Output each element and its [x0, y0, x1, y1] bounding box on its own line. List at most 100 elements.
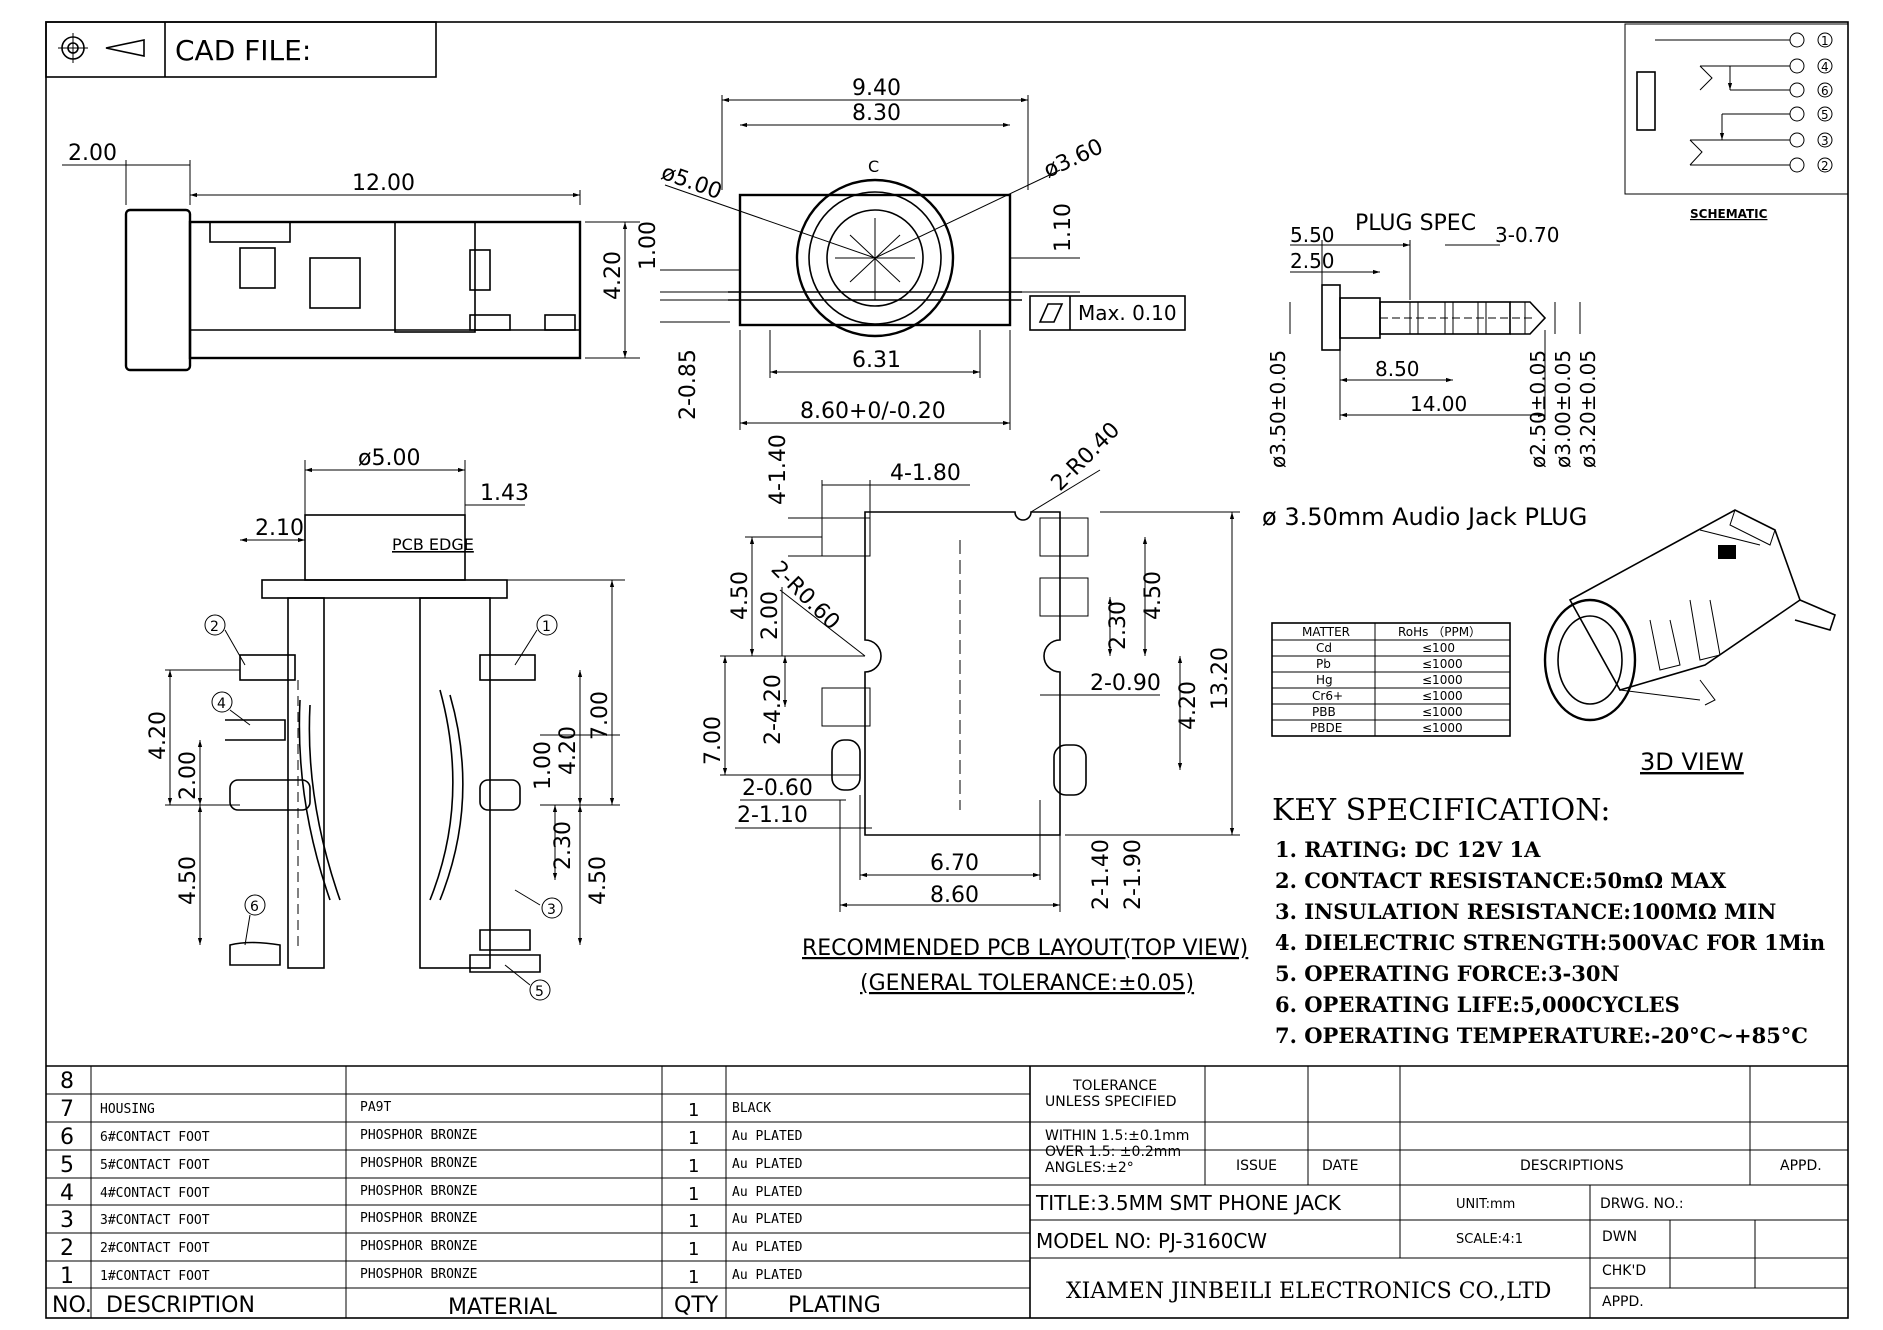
bom-header-no: NO.	[52, 1293, 92, 1318]
bom-row-plating: Au PLATED	[732, 1129, 803, 1144]
schematic-label: SCHEMATIC	[1690, 207, 1768, 221]
schematic-pin-1: 1	[1821, 34, 1829, 48]
pcb-caption-2: (GENERAL TOLERANCE:±0.05)	[860, 971, 1194, 996]
schematic: 1 4 6 5 3 2 SCHEMATIC	[1624, 23, 1849, 221]
bom-row-material: PHOSPHOR BRONZE	[360, 1267, 477, 1282]
bom-header-row: NO. DESCRIPTION MATERIAL QTY PLATING	[52, 1293, 881, 1320]
bom-table	[46, 1065, 1848, 1318]
bom-header-description: DESCRIPTION	[106, 1293, 255, 1318]
bom-row-no: 2	[60, 1236, 74, 1261]
bom-row-plating: Au PLATED	[732, 1240, 803, 1255]
side-view: 2.00 12.00 4.20 1.00	[62, 141, 740, 372]
bom-row-description: 1#CONTACT FOOT	[100, 1269, 210, 1284]
key-spec-item-3: 3. INSULATION RESISTANCE:100MΩ MIN	[1275, 899, 1776, 924]
side-dim-1.00: 1.00	[636, 221, 661, 270]
bom-row-material: PA9T	[360, 1100, 391, 1115]
front-dim-1.10: 1.10	[1051, 203, 1076, 252]
pin-balloon-3: 3	[547, 902, 556, 918]
key-spec-item-4: 4. DIELECTRIC STRENGTH:500VAC FOR 1Min	[1275, 930, 1825, 955]
bom-header-qty: QTY	[674, 1293, 719, 1318]
pcb-dim-2-0.90: 2-0.90	[1090, 671, 1161, 696]
schematic-pin-6: 6	[1821, 84, 1829, 98]
pcb-dim-2-0.60: 2-0.60	[742, 776, 813, 801]
plug-dim-dia3.20: ø3.20±0.05	[1576, 350, 1600, 468]
plug-dim-dia3.50: ø3.50±0.05	[1266, 350, 1290, 468]
unit-label: UNIT:mm	[1456, 1197, 1515, 1212]
bottom-dim-1.43: 1.43	[480, 481, 529, 506]
rohs-hg-val: ≤1000	[1422, 673, 1463, 687]
bom-row-plating: BLACK	[732, 1101, 771, 1116]
pcb-dim-13.20: 13.20	[1208, 647, 1233, 710]
tolerance-within: WITHIN 1.5:±0.1mm	[1045, 1128, 1189, 1144]
front-dim-dia5.00: ø5.00	[658, 160, 725, 205]
pin-balloon-5: 5	[535, 984, 544, 1000]
schematic-pin-5: 5	[1821, 108, 1829, 122]
rohs-pbde-val: ≤1000	[1422, 721, 1463, 735]
rohs-pb: Pb	[1316, 657, 1331, 671]
cad-file-label: CAD FILE:	[175, 34, 311, 67]
bom-row-plating: Au PLATED	[732, 1157, 803, 1172]
bom-row-qty: 1	[688, 1156, 699, 1177]
rohs-header-ppm: RoHs （PPM）	[1398, 625, 1481, 639]
bom-row-qty: 1	[688, 1267, 699, 1288]
3d-view: 3D VIEW	[1543, 509, 1836, 776]
pin-balloon-2: 2	[210, 619, 219, 635]
bom-row-description: 6#CONTACT FOOT	[100, 1130, 210, 1145]
bom-row-qty: 1	[688, 1239, 699, 1260]
bom-header-plating: PLATING	[788, 1293, 881, 1318]
bom-row-description: 2#CONTACT FOOT	[100, 1241, 210, 1256]
rev-descriptions: DESCRIPTIONS	[1520, 1158, 1624, 1174]
key-spec: KEY SPECIFICATION: 1. RATING: DC 12V 1A …	[1272, 793, 1825, 1048]
schematic-pin-3: 3	[1821, 134, 1829, 148]
dwn-label: DWN	[1602, 1229, 1637, 1245]
flatness-label: Max. 0.10	[1078, 301, 1177, 325]
rev-appd: APPD.	[1780, 1158, 1822, 1174]
bottom-dim-2.10: 2.10	[255, 516, 304, 541]
pcb-dim-8.60: 8.60	[930, 883, 979, 908]
bom-row-no: 5	[60, 1153, 74, 1178]
bottom-dim-4.20-left: 4.20	[146, 711, 171, 760]
pcb-edge-label: PCB EDGE	[392, 535, 474, 554]
bottom-dim-4.50-right: 4.50	[586, 856, 611, 905]
pcb-slot-right	[1053, 744, 1087, 796]
bom-row-description: 3#CONTACT FOOT	[100, 1213, 210, 1228]
rohs-pb-val: ≤1000	[1422, 657, 1463, 671]
front-dim-8.30: 8.30	[852, 101, 901, 126]
pcb-dim-4.50-right: 4.50	[1141, 571, 1166, 620]
plug-spec-title: PLUG SPEC	[1355, 211, 1476, 236]
key-spec-item-6: 6. OPERATING LIFE:5,000CYCLES	[1275, 992, 1680, 1017]
side-dim-4.20: 4.20	[601, 251, 626, 300]
title-block: TOLERANCE UNLESS SPECIFIED WITHIN 1.5:±0…	[1030, 1066, 1848, 1318]
key-spec-item-5: 5. OPERATING FORCE:3-30N	[1275, 961, 1620, 986]
key-spec-item-1: 1. RATING: DC 12V 1A	[1275, 837, 1541, 862]
bottom-dim-4.20-right: 4.20	[556, 726, 581, 775]
rohs-pbb-val: ≤1000	[1422, 705, 1463, 719]
plug-dim-dia2.50: ø2.50±0.05	[1526, 350, 1550, 468]
bom-row-plating: Au PLATED	[732, 1185, 803, 1200]
cad-header: CAD FILE:	[45, 21, 437, 78]
3d-jack-opening	[1543, 598, 1637, 722]
bom-row-no: 1	[60, 1264, 74, 1289]
appd-label: APPD.	[1602, 1294, 1644, 1310]
side-dim-2.00: 2.00	[68, 141, 117, 166]
plug-dim-3-0.70: 3-0.70	[1495, 223, 1559, 247]
pcb-slot-left	[831, 739, 861, 791]
pcb-caption-1: RECOMMENDED PCB LAYOUT(TOP VIEW)	[802, 936, 1248, 961]
front-dim-6.31: 6.31	[852, 348, 901, 373]
tolerance-angles: ANGLES:±2°	[1045, 1160, 1134, 1176]
schematic-pin-4: 4	[1821, 60, 1829, 74]
side-dim-12.00: 12.00	[352, 171, 415, 196]
front-dim-8.60: 8.60+0/-0.20	[800, 399, 946, 424]
tolerance-over: OVER 1.5: ±0.2mm	[1045, 1144, 1181, 1160]
pcb-dim-7.00: 7.00	[701, 716, 726, 765]
front-view: C 9.40 8.30 ø5.00 ø3.60 1.10 2-0.85 6.31…	[658, 76, 1186, 430]
centerline-symbol: C	[868, 157, 879, 176]
pcb-dim-4.50-left: 4.50	[728, 571, 753, 620]
sheet-border	[45, 21, 1849, 1319]
bom-row-description: 4#CONTACT FOOT	[100, 1186, 210, 1201]
chkd-label: CHK'D	[1602, 1263, 1646, 1279]
bottom-dim-2.00-left: 2.00	[176, 751, 201, 800]
plug-dim-14.00: 14.00	[1410, 392, 1467, 416]
bom-row-material: PHOSPHOR BRONZE	[360, 1128, 477, 1143]
